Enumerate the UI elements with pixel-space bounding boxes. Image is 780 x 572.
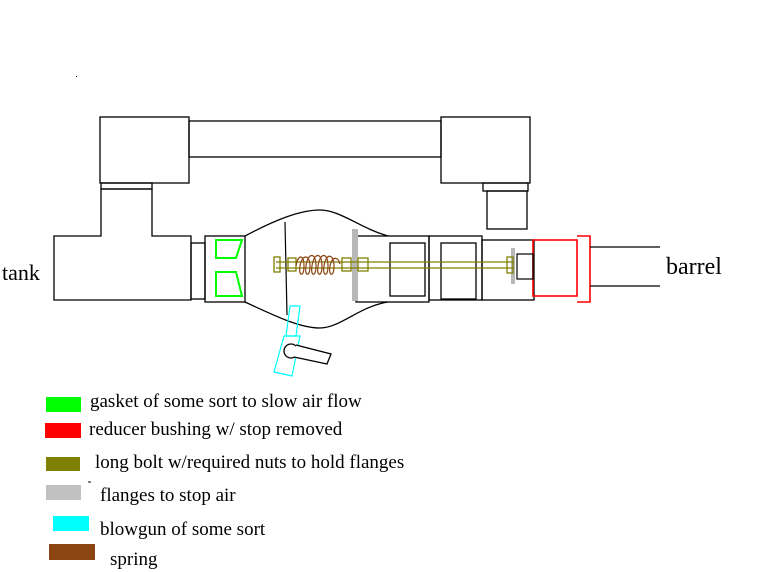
bolt-nut-2 [287, 257, 297, 272]
barrel-tube [590, 246, 660, 287]
reducer-insert [516, 253, 534, 280]
legend-swatch-spring [49, 544, 95, 560]
legend-swatch-blowgun [53, 516, 89, 531]
trigger-lever [293, 344, 332, 365]
blowgun [273, 305, 301, 377]
gasket-lower [215, 271, 244, 297]
reducer-flange [577, 235, 591, 303]
legend-swatch-bolt [46, 457, 80, 471]
legend-text-flange: flanges to stop air [100, 485, 236, 506]
top-horizontal-pipe [188, 120, 442, 158]
tube-coupling-inner [440, 242, 477, 300]
legend-text-reducer: reducer bushing w/ stop removed [89, 419, 343, 440]
return-pipe-loop [99, 116, 531, 230]
valve-inlet-socket [204, 235, 246, 303]
reducer-bushing [532, 235, 591, 303]
right-coupling-lower [486, 190, 528, 230]
left-coupling [100, 182, 153, 190]
right-coupling-upper [482, 182, 529, 192]
right-upper-elbow [440, 116, 531, 184]
barrel-label: barrel [666, 254, 722, 280]
legend-swatch-gasket [46, 397, 81, 412]
tee-fitting [53, 188, 192, 301]
spring [295, 254, 341, 275]
stray-dot [76, 76, 77, 77]
gasket [215, 239, 244, 297]
bolt-nut-5 [506, 256, 514, 274]
bolt-nut-4 [357, 257, 369, 272]
valve-outlet-nut [389, 242, 426, 297]
legend-text-bolt: long bolt w/required nuts to hold flange… [95, 452, 404, 473]
legend-swatch-flange [46, 485, 81, 500]
tee-nipple [190, 242, 206, 300]
legend-text-gasket: gasket of some sort to slow air flow [90, 391, 362, 412]
tube-outer [481, 239, 535, 301]
reducer-body [532, 239, 578, 297]
blowgun-stem [285, 305, 301, 337]
legend-text-spring: spring [110, 549, 158, 570]
blowgun-trigger [283, 343, 332, 365]
valve-outlet-socket [355, 235, 430, 303]
legend-swatch-reducer [45, 423, 81, 438]
legend-text-blowgun: blowgun of some sort [100, 519, 266, 540]
blowgun-body [273, 335, 301, 377]
tank-tee [53, 188, 206, 301]
left-upper-elbow [99, 116, 190, 184]
bolt-nut-3 [341, 257, 352, 272]
tank-label: tank [2, 260, 40, 285]
bolt-nut-1 [273, 256, 281, 273]
valve-chamber-wall [244, 209, 389, 329]
valve-body [204, 209, 535, 329]
flange-left [352, 229, 358, 301]
legend: gasket of some sort to slow air flow red… [45, 391, 404, 570]
gasket-upper [215, 239, 244, 259]
